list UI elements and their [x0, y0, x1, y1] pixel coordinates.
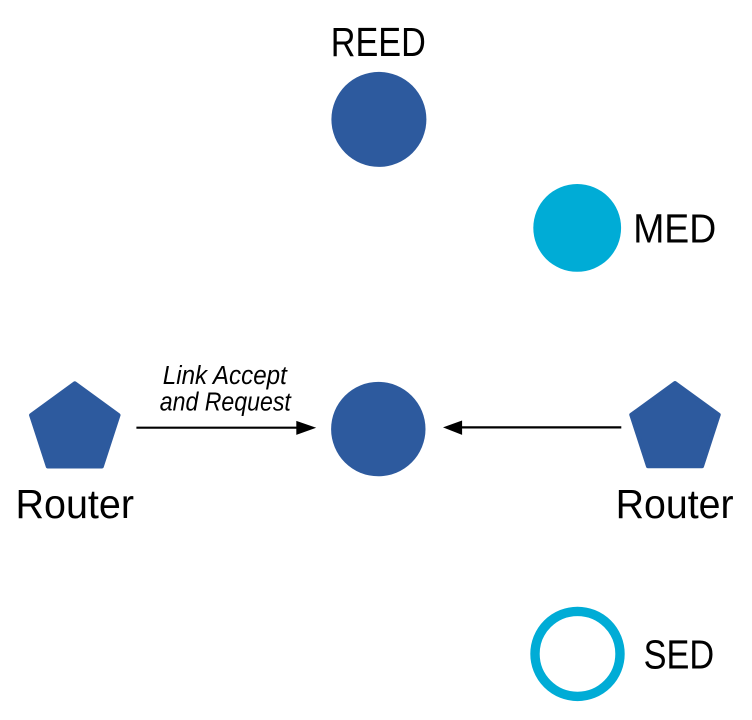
svg-text:and Request: and Request [160, 387, 292, 417]
svg-text:Router: Router [616, 481, 734, 527]
svg-text:REED: REED [331, 19, 426, 65]
svg-text:Router: Router [16, 481, 135, 527]
svg-text:MED: MED [633, 206, 716, 252]
svg-text:Link Accept: Link Accept [163, 360, 289, 390]
svg-text:SED: SED [644, 631, 715, 677]
